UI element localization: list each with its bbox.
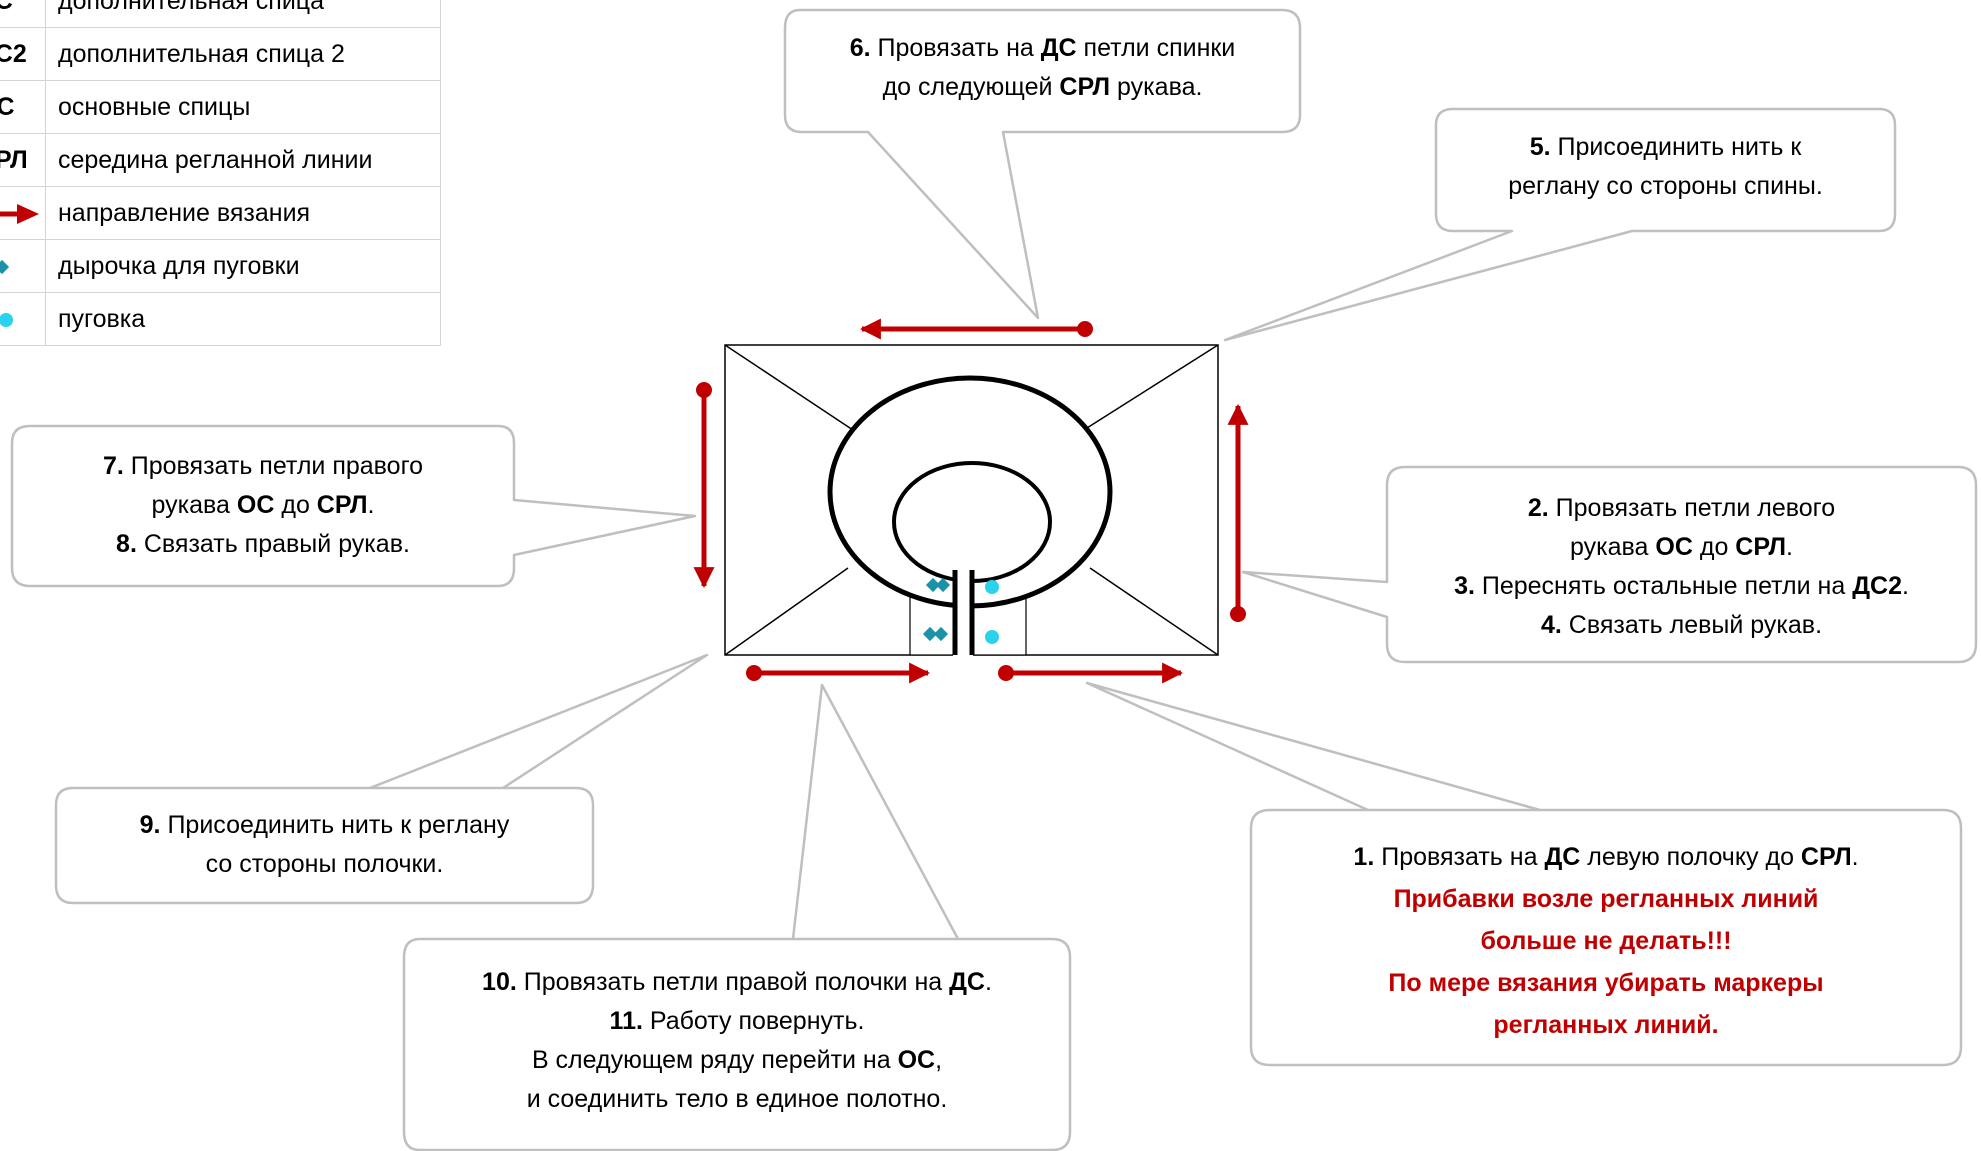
callout-10-bubble: [402, 937, 1072, 1151]
legend-desc: основные спицы: [45, 80, 441, 134]
legend-row: ДС2 дополнительная спица 2: [0, 27, 441, 81]
red-arrow-icon: [0, 203, 39, 224]
legend-desc: пуговка: [45, 292, 441, 346]
legend-desc: дырочка для пуговки: [45, 239, 441, 293]
callout-9-text: 9. Присоединить нить к реглану со сторон…: [139, 811, 510, 878]
button-dot-icon: [0, 312, 13, 327]
callout-1-bubble: [1249, 808, 1963, 1067]
legend-row: направление вязания: [0, 186, 441, 240]
legend-abbr: ОС: [0, 80, 46, 134]
legend-abbr: СРЛ: [0, 133, 46, 187]
callout-9-bubble: [54, 786, 595, 905]
legend-row: СРЛ середина регланной линии: [0, 133, 441, 187]
legend-abbr: ДС: [0, 0, 46, 28]
legend-desc: дополнительная спица: [45, 0, 441, 28]
callout-9-tail: [369, 653, 709, 790]
callout-7-text: 7. Провязать петли правого рукава ОС до …: [102, 452, 424, 558]
callout-5-text: 5. Присоединить нить к реглану со сторон…: [1508, 133, 1823, 200]
direction-arrows: [693, 318, 1249, 684]
legend-row: дырочка для пуговки: [0, 239, 441, 293]
legend-desc: середина регланной линии: [45, 133, 441, 187]
legend-row: ОС основные спицы: [0, 80, 441, 134]
buttonhole-diamond-icon: [0, 259, 10, 274]
callout-1-tail: [1085, 681, 1541, 812]
legend-row: ДС дополнительная спица: [0, 0, 441, 28]
callout-6-bubble: [783, 8, 1302, 320]
callout-1-text: 1. Провязать на ДС левую полочку до СРЛ.…: [1353, 843, 1859, 1039]
yoke-schematic: [724, 344, 1219, 659]
legend-desc: направление вязания: [45, 186, 441, 240]
callout-2-text: 2. Провязать петли левого рукава ОС до С…: [1454, 494, 1909, 639]
button-icons: [985, 580, 999, 644]
callout-10-tail: [791, 683, 960, 940]
buttonhole-icons: [922, 577, 951, 642]
callout-7-bubble: [10, 424, 697, 588]
legend-desc: дополнительная спица 2: [45, 27, 441, 81]
legend-table: ДС дополнительная спица ДС2 дополнительн…: [0, 0, 441, 346]
callout-10-text: 10. Провязать петли правой полочки на ДС…: [482, 968, 992, 1113]
legend-row: пуговка: [0, 292, 441, 346]
callout-6-text: 6. Провязать на ДС петли спинки до следу…: [849, 34, 1236, 101]
legend-abbr: ДС2: [0, 27, 46, 81]
callout-2-bubble: [1241, 465, 1978, 664]
callout-5-bubble: [1223, 107, 1897, 342]
